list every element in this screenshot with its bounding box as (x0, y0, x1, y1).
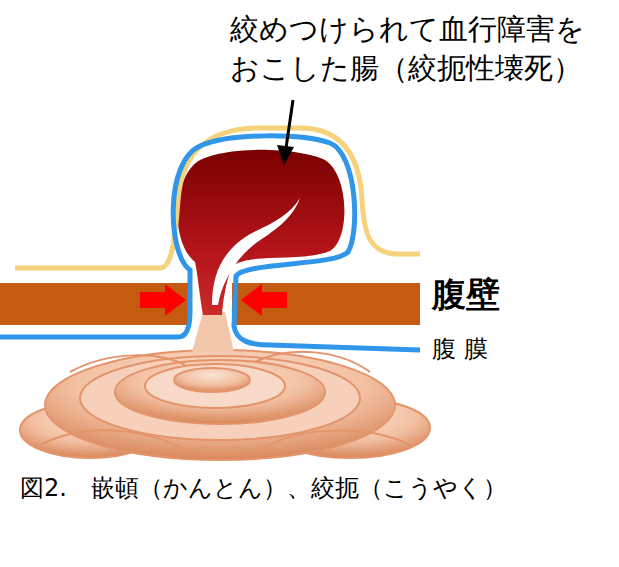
part-label: 腹壁 (432, 272, 500, 318)
abdominal-wall (0, 283, 191, 325)
abdominal-wall (232, 283, 420, 325)
leader-arrow (277, 100, 294, 165)
skin-line (15, 128, 420, 268)
part-label: 腹 膜 (432, 333, 488, 365)
figure-caption: 図2. 嵌頓（かんとん）、絞扼（こうやく） (20, 472, 507, 504)
strangulated-bowel (178, 150, 345, 315)
callout-label: 絞めつけられて血行障害を おこした腸（絞扼性壊死） (230, 10, 614, 88)
compression-arrow (241, 284, 287, 316)
compression-arrow (140, 284, 186, 316)
intestines (20, 350, 430, 460)
bowel-neck (192, 312, 234, 352)
peritoneum-line (0, 136, 420, 350)
